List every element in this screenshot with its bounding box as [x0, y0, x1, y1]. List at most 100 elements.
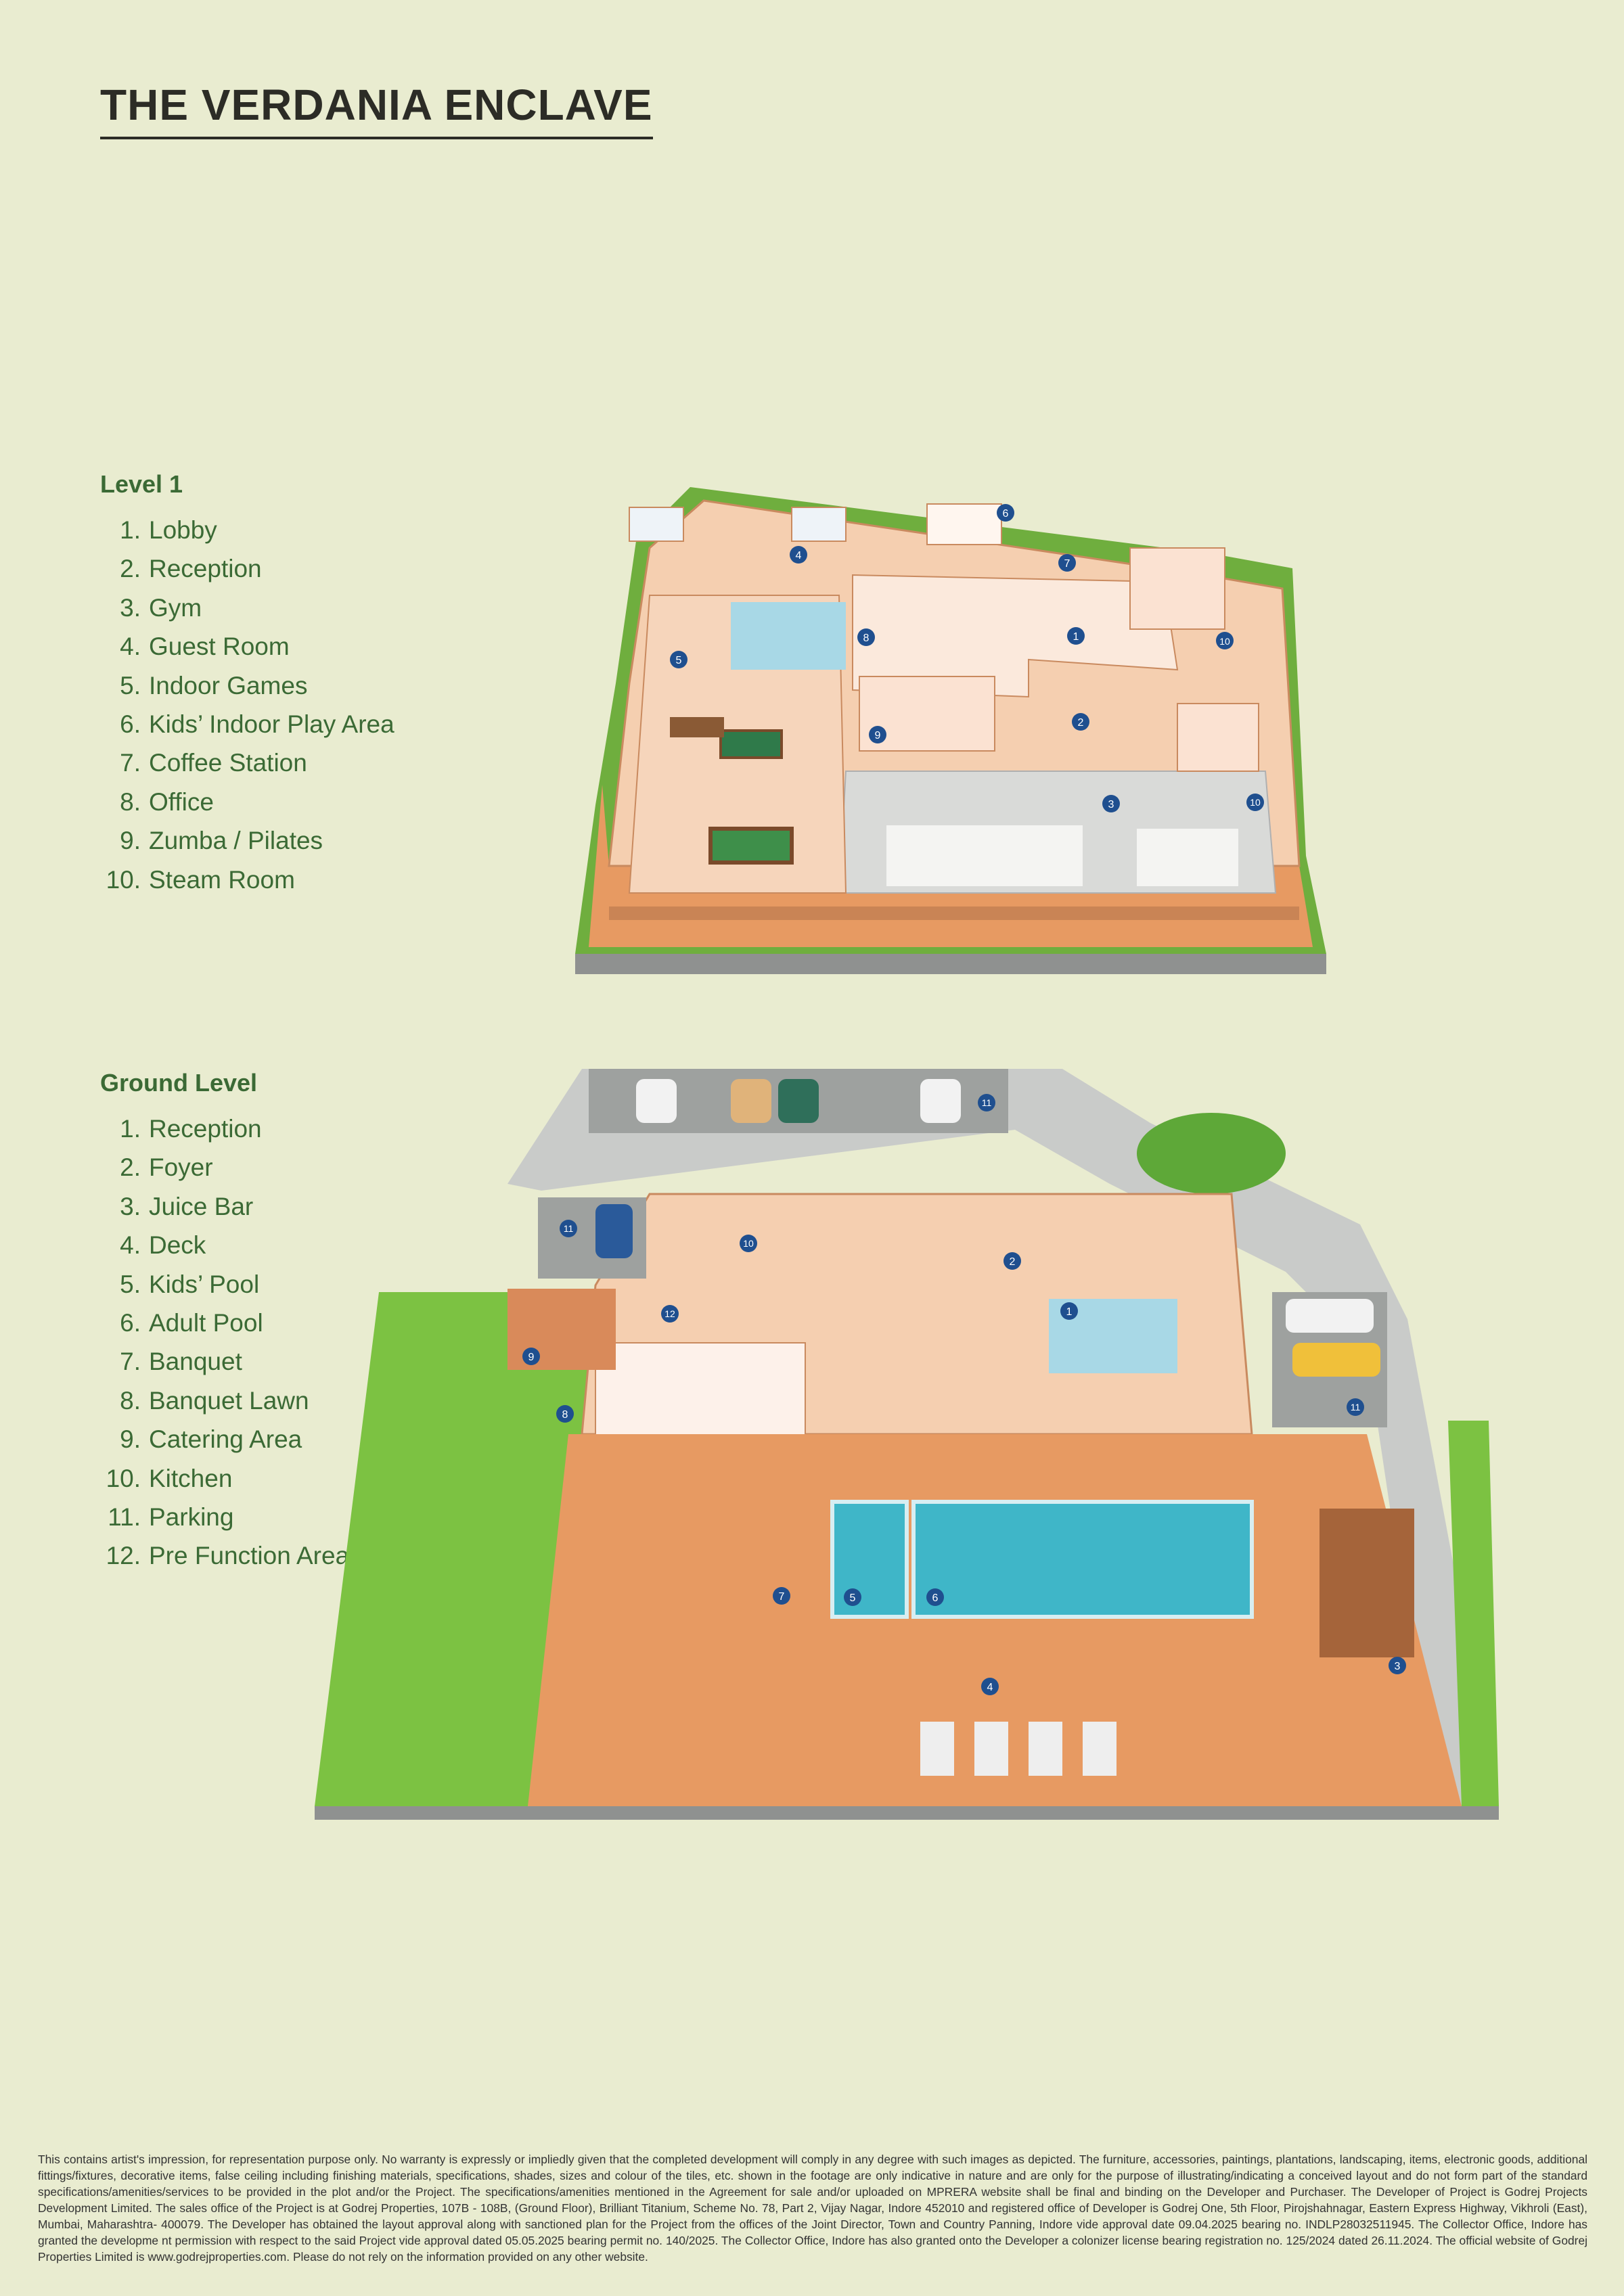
legend-item: 4.Deck	[120, 1231, 206, 1260]
level1-heading: Level 1	[100, 470, 183, 498]
level1-slab-edge	[575, 954, 1326, 974]
legend-item: 10.Steam Room	[106, 865, 295, 894]
legend-item: 2.Foyer	[120, 1153, 213, 1182]
legend-item: 11.Parking	[108, 1503, 234, 1532]
map-marker[interactable]: 9	[869, 726, 886, 743]
map-marker[interactable]: 9	[522, 1348, 540, 1365]
svg-text:6: 6	[932, 1592, 939, 1604]
svg-text:11: 11	[564, 1223, 574, 1234]
legend-item: 2.Reception	[120, 555, 262, 583]
svg-text:2: 2	[1078, 717, 1084, 729]
banquet-lawn	[315, 1292, 609, 1806]
guest-bed-left	[629, 507, 684, 542]
map-marker[interactable]: 4	[790, 546, 807, 564]
ground-legend: Ground Level 1.Reception 2.Foyer 3.Juice…	[100, 1069, 349, 1576]
svg-text:2: 2	[1010, 1256, 1016, 1268]
level1-markers: 1 2 3 4 5 6 7 8 9 10 10	[670, 504, 1264, 812]
map-marker[interactable]: 2	[1072, 713, 1089, 731]
map-marker[interactable]: 11	[1347, 1398, 1364, 1416]
tree-cluster	[1137, 1113, 1286, 1194]
map-marker[interactable]: 1	[1067, 627, 1085, 645]
treadmill-mat	[886, 825, 1083, 886]
legend-item: 4.Guest Room	[120, 633, 290, 661]
map-marker[interactable]: 5	[844, 1588, 861, 1606]
kids-play-room	[926, 503, 1002, 545]
svg-text:7: 7	[779, 1591, 785, 1603]
level1-map: 1 2 3 4 5 6 7 8 9 10 10	[575, 487, 1326, 974]
table-tennis	[719, 729, 783, 759]
map-marker[interactable]: 11	[978, 1094, 995, 1111]
map-marker[interactable]: 3	[1389, 1657, 1406, 1674]
map-marker[interactable]: 2	[1003, 1252, 1021, 1270]
map-marker[interactable]: 1	[1060, 1302, 1078, 1320]
map-marker[interactable]: 6	[926, 1588, 944, 1606]
map-marker[interactable]: 10	[1246, 794, 1264, 811]
svg-text:10: 10	[743, 1238, 754, 1249]
legend-item: 6.Adult Pool	[120, 1309, 263, 1337]
disclaimer: This contains artist's impression, for r…	[38, 2153, 1587, 2264]
svg-text:5: 5	[850, 1592, 856, 1604]
svg-text:12: 12	[664, 1308, 675, 1319]
legend-item: 7.Coffee Station	[120, 749, 307, 777]
guest-bed-right	[791, 507, 847, 542]
legend-item: 3.Gym	[120, 593, 202, 622]
lounger	[1083, 1722, 1116, 1776]
legend-item: 7.Banquet	[120, 1348, 242, 1376]
map-marker[interactable]: 12	[661, 1305, 679, 1323]
svg-text:10: 10	[1219, 636, 1230, 647]
level1-legend: Level 1 1.Lobby 2.Reception 3.Gym 4.Gues…	[100, 470, 394, 899]
map-marker[interactable]: 11	[560, 1220, 577, 1237]
svg-text:1: 1	[1073, 631, 1079, 643]
pool-table	[708, 827, 794, 865]
map-marker[interactable]: 10	[740, 1235, 757, 1252]
legend-item: 5.Kids’ Pool	[120, 1270, 260, 1298]
car	[636, 1079, 677, 1123]
legend-item: 8.Office	[120, 787, 214, 816]
legend-item: 10.Kitchen	[106, 1464, 233, 1492]
adult-pool	[911, 1500, 1254, 1619]
map-marker[interactable]: 8	[857, 628, 875, 646]
svg-text:3: 3	[1108, 799, 1114, 810]
lounger	[920, 1722, 954, 1776]
svg-text:11: 11	[982, 1097, 992, 1108]
page-title: THE VERDANIA ENCLAVE	[100, 80, 653, 139]
map-marker[interactable]: 4	[981, 1678, 999, 1695]
ground-slab-edge	[315, 1806, 1499, 1820]
svg-text:9: 9	[875, 730, 881, 741]
map-marker[interactable]: 8	[556, 1405, 574, 1423]
kids-pool	[830, 1500, 909, 1619]
svg-text:1: 1	[1066, 1306, 1073, 1318]
lounger	[974, 1722, 1008, 1776]
svg-text:5: 5	[676, 655, 682, 666]
map-marker[interactable]: 5	[670, 651, 687, 668]
car	[731, 1079, 771, 1123]
svg-text:3: 3	[1395, 1661, 1401, 1672]
legend-item: 1.Reception	[120, 1115, 262, 1143]
legend-item: 8.Banquet Lawn	[120, 1386, 309, 1415]
map-marker[interactable]: 3	[1102, 795, 1120, 812]
map-marker[interactable]: 6	[997, 504, 1014, 522]
legend-item: 6.Kids’ Indoor Play Area	[120, 710, 394, 739]
ground-list: 1.Reception 2.Foyer 3.Juice Bar 4.Deck 5…	[100, 1109, 350, 1576]
map-marker[interactable]: 7	[773, 1587, 790, 1605]
legend-item: 9.Catering Area	[120, 1425, 302, 1454]
lawn-strip	[1448, 1421, 1499, 1806]
weights-mat	[1137, 829, 1238, 886]
car	[778, 1079, 819, 1123]
car	[1292, 1343, 1380, 1377]
legend-item: 9.Zumba / Pilates	[120, 827, 323, 855]
svg-text:4: 4	[987, 1682, 993, 1693]
level1-railing	[609, 906, 1299, 920]
map-marker[interactable]: 7	[1058, 554, 1076, 572]
map-marker[interactable]: 10	[1216, 632, 1234, 649]
legend-item: 5.Indoor Games	[120, 671, 308, 699]
svg-text:10: 10	[1250, 797, 1261, 808]
level1-list: 1.Lobby 2.Reception 3.Gym 4.Guest Room 5…	[100, 511, 394, 899]
ground-heading: Ground Level	[100, 1069, 258, 1097]
svg-text:4: 4	[796, 550, 802, 561]
svg-text:11: 11	[1351, 1402, 1361, 1413]
lounge-rug	[731, 602, 846, 670]
legend-item: 12.Pre Function Area	[106, 1542, 350, 1570]
legend-item: 3.Juice Bar	[120, 1192, 254, 1220]
games-table	[670, 717, 724, 737]
